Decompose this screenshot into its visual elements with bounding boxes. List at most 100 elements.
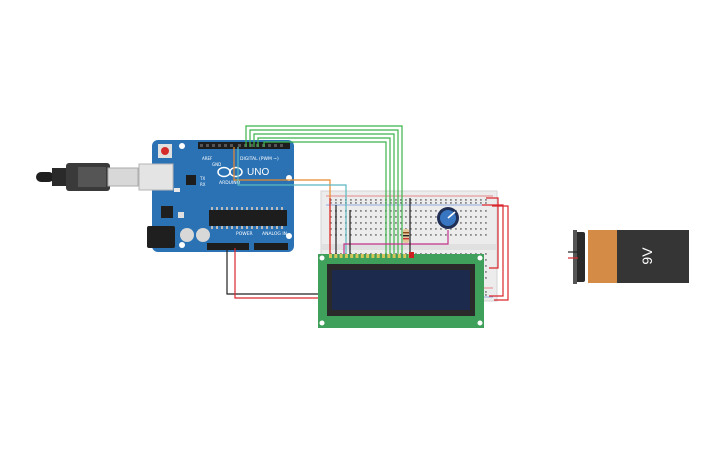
breadboard-hole[interactable] [470,199,472,201]
lcd-pin[interactable] [329,254,332,258]
breadboard-hole[interactable] [380,210,382,212]
breadboard-hole[interactable] [415,228,417,230]
breadboard-hole[interactable] [470,253,472,255]
breadboard-hole[interactable] [370,234,372,236]
breadboard-hole[interactable] [420,216,422,218]
breadboard-hole[interactable] [380,228,382,230]
breadboard-hole[interactable] [355,216,357,218]
breadboard-hole[interactable] [395,210,397,212]
analog-header[interactable] [254,243,288,250]
breadboard-hole[interactable] [475,216,477,218]
breadboard-hole[interactable] [390,202,392,204]
breadboard-hole[interactable] [445,202,447,204]
breadboard-hole[interactable] [380,234,382,236]
breadboard-hole[interactable] [405,202,407,204]
breadboard-hole[interactable] [355,228,357,230]
breadboard-hole[interactable] [430,216,432,218]
breadboard-hole[interactable] [485,199,487,201]
breadboard-hole[interactable] [380,202,382,204]
breadboard-hole[interactable] [480,202,482,204]
breadboard-hole[interactable] [370,199,372,201]
breadboard-hole[interactable] [435,222,437,224]
breadboard-hole[interactable] [355,253,357,255]
breadboard-hole[interactable] [350,216,352,218]
breadboard-hole[interactable] [360,234,362,236]
breadboard-hole[interactable] [435,234,437,236]
breadboard-hole[interactable] [420,253,422,255]
breadboard-hole[interactable] [475,234,477,236]
breadboard-hole[interactable] [330,228,332,230]
breadboard-hole[interactable] [485,265,487,267]
breadboard-hole[interactable] [415,222,417,224]
breadboard-hole[interactable] [340,216,342,218]
breadboard-hole[interactable] [445,234,447,236]
breadboard-hole[interactable] [480,199,482,201]
breadboard-hole[interactable] [455,228,457,230]
breadboard-hole[interactable] [420,234,422,236]
usb-cable[interactable] [36,163,139,191]
lcd-pin[interactable] [360,254,364,258]
breadboard-hole[interactable] [475,199,477,201]
breadboard-hole[interactable] [350,199,352,201]
breadboard-hole[interactable] [460,216,462,218]
breadboard-hole[interactable] [485,253,487,255]
breadboard-hole[interactable] [390,234,392,236]
breadboard-hole[interactable] [430,228,432,230]
breadboard-hole[interactable] [330,253,332,255]
breadboard-hole[interactable] [380,222,382,224]
wire-black-gnd[interactable] [226,248,322,295]
wire-red-rail-outer[interactable] [492,205,509,301]
breadboard-hole[interactable] [360,222,362,224]
breadboard-hole[interactable] [425,199,427,201]
breadboard-hole[interactable] [340,253,342,255]
breadboard-hole[interactable] [360,216,362,218]
breadboard-hole[interactable] [460,202,462,204]
breadboard-hole[interactable] [465,210,467,212]
breadboard-hole[interactable] [450,199,452,201]
breadboard-hole[interactable] [370,202,372,204]
breadboard-hole[interactable] [395,228,397,230]
lcd-pin[interactable] [339,254,343,258]
breadboard-hole[interactable] [460,253,462,255]
breadboard-hole[interactable] [355,210,357,212]
breadboard-hole[interactable] [400,199,402,201]
breadboard-hole[interactable] [470,202,472,204]
breadboard-hole[interactable] [420,228,422,230]
lcd-pin[interactable] [344,254,348,258]
breadboard-hole[interactable] [480,234,482,236]
breadboard-hole[interactable] [480,222,482,224]
breadboard-hole[interactable] [485,259,487,261]
breadboard-hole[interactable] [485,271,487,273]
breadboard-hole[interactable] [330,216,332,218]
breadboard-hole[interactable] [465,228,467,230]
battery-9v[interactable]: − + 9V [568,230,689,284]
breadboard-hole[interactable] [425,234,427,236]
breadboard-hole[interactable] [460,228,462,230]
breadboard-hole[interactable] [480,253,482,255]
breadboard-hole[interactable] [390,253,392,255]
breadboard-hole[interactable] [375,216,377,218]
breadboard-hole[interactable] [415,210,417,212]
breadboard-hole[interactable] [395,253,397,255]
breadboard-hole[interactable] [365,222,367,224]
breadboard-hole[interactable] [355,199,357,201]
breadboard-hole[interactable] [375,199,377,201]
breadboard-hole[interactable] [405,228,407,230]
wire-red-rail-bottom[interactable] [482,204,504,297]
breadboard-hole[interactable] [425,202,427,204]
lcd-pin[interactable] [350,254,354,258]
resistor[interactable] [403,229,409,243]
breadboard-hole[interactable] [430,210,432,212]
breadboard-hole[interactable] [465,199,467,201]
breadboard-hole[interactable] [400,210,402,212]
breadboard-hole[interactable] [340,228,342,230]
breadboard-hole[interactable] [340,234,342,236]
breadboard-hole[interactable] [475,222,477,224]
breadboard-hole[interactable] [400,216,402,218]
lcd-pin[interactable] [355,254,359,258]
breadboard-hole[interactable] [340,199,342,201]
breadboard-hole[interactable] [480,228,482,230]
breadboard-hole[interactable] [340,222,342,224]
breadboard-hole[interactable] [415,199,417,201]
